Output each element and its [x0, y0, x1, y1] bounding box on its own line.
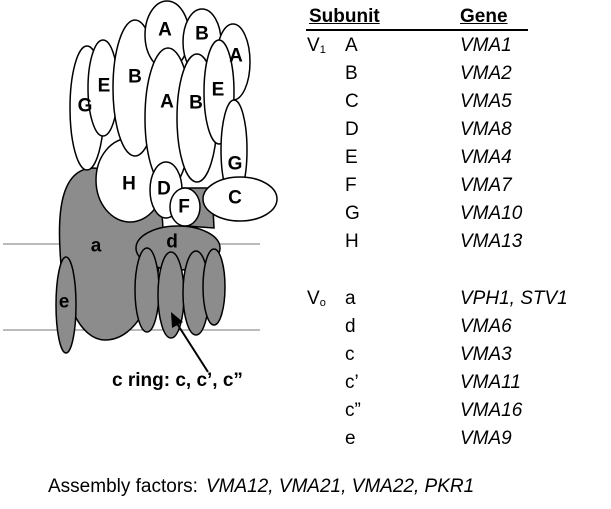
c-ring-label: c ring: c, c’, c”	[112, 370, 243, 391]
assembly-factors: Assembly factors: VMA12, VMA21, VMA22, PK…	[48, 476, 474, 498]
subunit-cell: c”	[345, 400, 361, 421]
subunit-cell: B	[345, 63, 358, 84]
subunit-a-label: a	[91, 236, 102, 257]
subunit-e-right-label: E	[212, 80, 225, 101]
assembly-factors-genes: VMA12, VMA21, VMA22, PKR1	[205, 476, 475, 497]
table-row: F VMA7	[0, 174, 611, 198]
subunit-d-label: d	[166, 232, 178, 253]
table-row: c’ VMA11	[0, 371, 611, 395]
subunit-b-top-label: B	[195, 24, 209, 45]
subunit-cell: F	[345, 175, 357, 196]
vo-group-label: Vo	[307, 288, 326, 309]
gene-cell: VPH1, STV1	[460, 288, 568, 309]
subunit-cell: A	[345, 35, 358, 56]
subunit-c-shape	[202, 176, 278, 222]
subunit-a-top-label: A	[158, 20, 172, 41]
subunit-cell: C	[345, 91, 359, 112]
table-row: V1 A VMA1	[0, 34, 611, 58]
subunit-column-header: Subunit	[309, 6, 380, 27]
subunit-cell: D	[345, 119, 359, 140]
subunit-e-label: e	[59, 292, 70, 313]
subunit-b-left-label: B	[128, 67, 142, 88]
gene-cell: VMA13	[460, 231, 523, 252]
v-atpase-diagram: A B A G E B A B E G H D F C a d e c ring…	[3, 0, 278, 391]
gene-cell: VMA3	[460, 344, 512, 365]
subunit-g-right-label: G	[228, 154, 243, 175]
table-row: e VMA9	[0, 427, 611, 451]
table-row: H VMA13	[0, 230, 611, 254]
subunit-cell: c’	[345, 372, 359, 393]
subunit-a-right-label: A	[229, 46, 243, 67]
gene-cell: VMA6	[460, 316, 512, 337]
subunit-cell: e	[345, 428, 356, 449]
subunit-d-upper-label: D	[157, 179, 171, 200]
gene-cell: VMA16	[460, 400, 523, 421]
subunit-cell: d	[345, 316, 356, 337]
gene-cell: VMA2	[460, 63, 512, 84]
subunit-a-mid-label: A	[160, 92, 174, 113]
table-row: G VMA10	[0, 202, 611, 226]
gene-cell: VMA11	[460, 372, 521, 393]
header-rule	[306, 29, 528, 31]
assembly-factors-label: Assembly factors:	[48, 476, 198, 497]
subunit-f-shape	[169, 187, 201, 227]
subunit-h-label: H	[122, 174, 136, 195]
gene-cell: VMA8	[460, 119, 512, 140]
gene-cell: VMA5	[460, 91, 512, 112]
table-row: B VMA2	[0, 62, 611, 86]
subunit-cell: a	[345, 288, 356, 309]
subunit-g-left-label: G	[78, 96, 93, 117]
c-ring-arrowhead	[171, 312, 183, 328]
table-row: Vo a VPH1, STV1	[0, 287, 611, 311]
subunit-cell: G	[345, 203, 360, 224]
c-ring-arrow	[175, 321, 209, 373]
gene-cell: VMA1	[460, 35, 512, 56]
table-row: D VMA8	[0, 118, 611, 142]
c-ring-subunit-4	[202, 248, 226, 326]
gene-cell: VMA7	[460, 175, 512, 196]
table-row: d VMA6	[0, 315, 611, 339]
table-row: E VMA4	[0, 146, 611, 170]
gene-cell: VMA10	[460, 203, 523, 224]
subunit-cell: E	[345, 147, 358, 168]
table-row: C VMA5	[0, 90, 611, 114]
table-row: c VMA3	[0, 343, 611, 367]
subunit-cell: H	[345, 231, 359, 252]
gene-cell: VMA9	[460, 428, 512, 449]
subunit-e-shape	[55, 256, 77, 354]
v1-group-label: V1	[307, 35, 326, 56]
gene-cell: VMA4	[460, 147, 512, 168]
subunit-cell: c	[345, 344, 355, 365]
subunit-c-label: C	[228, 188, 242, 209]
subunit-f-label: F	[178, 197, 190, 218]
subunit-b-mid-label: B	[189, 93, 203, 114]
subunit-e-left-label: E	[98, 76, 111, 97]
gene-column-header: Gene	[460, 6, 508, 27]
table-row: c” VMA16	[0, 399, 611, 423]
